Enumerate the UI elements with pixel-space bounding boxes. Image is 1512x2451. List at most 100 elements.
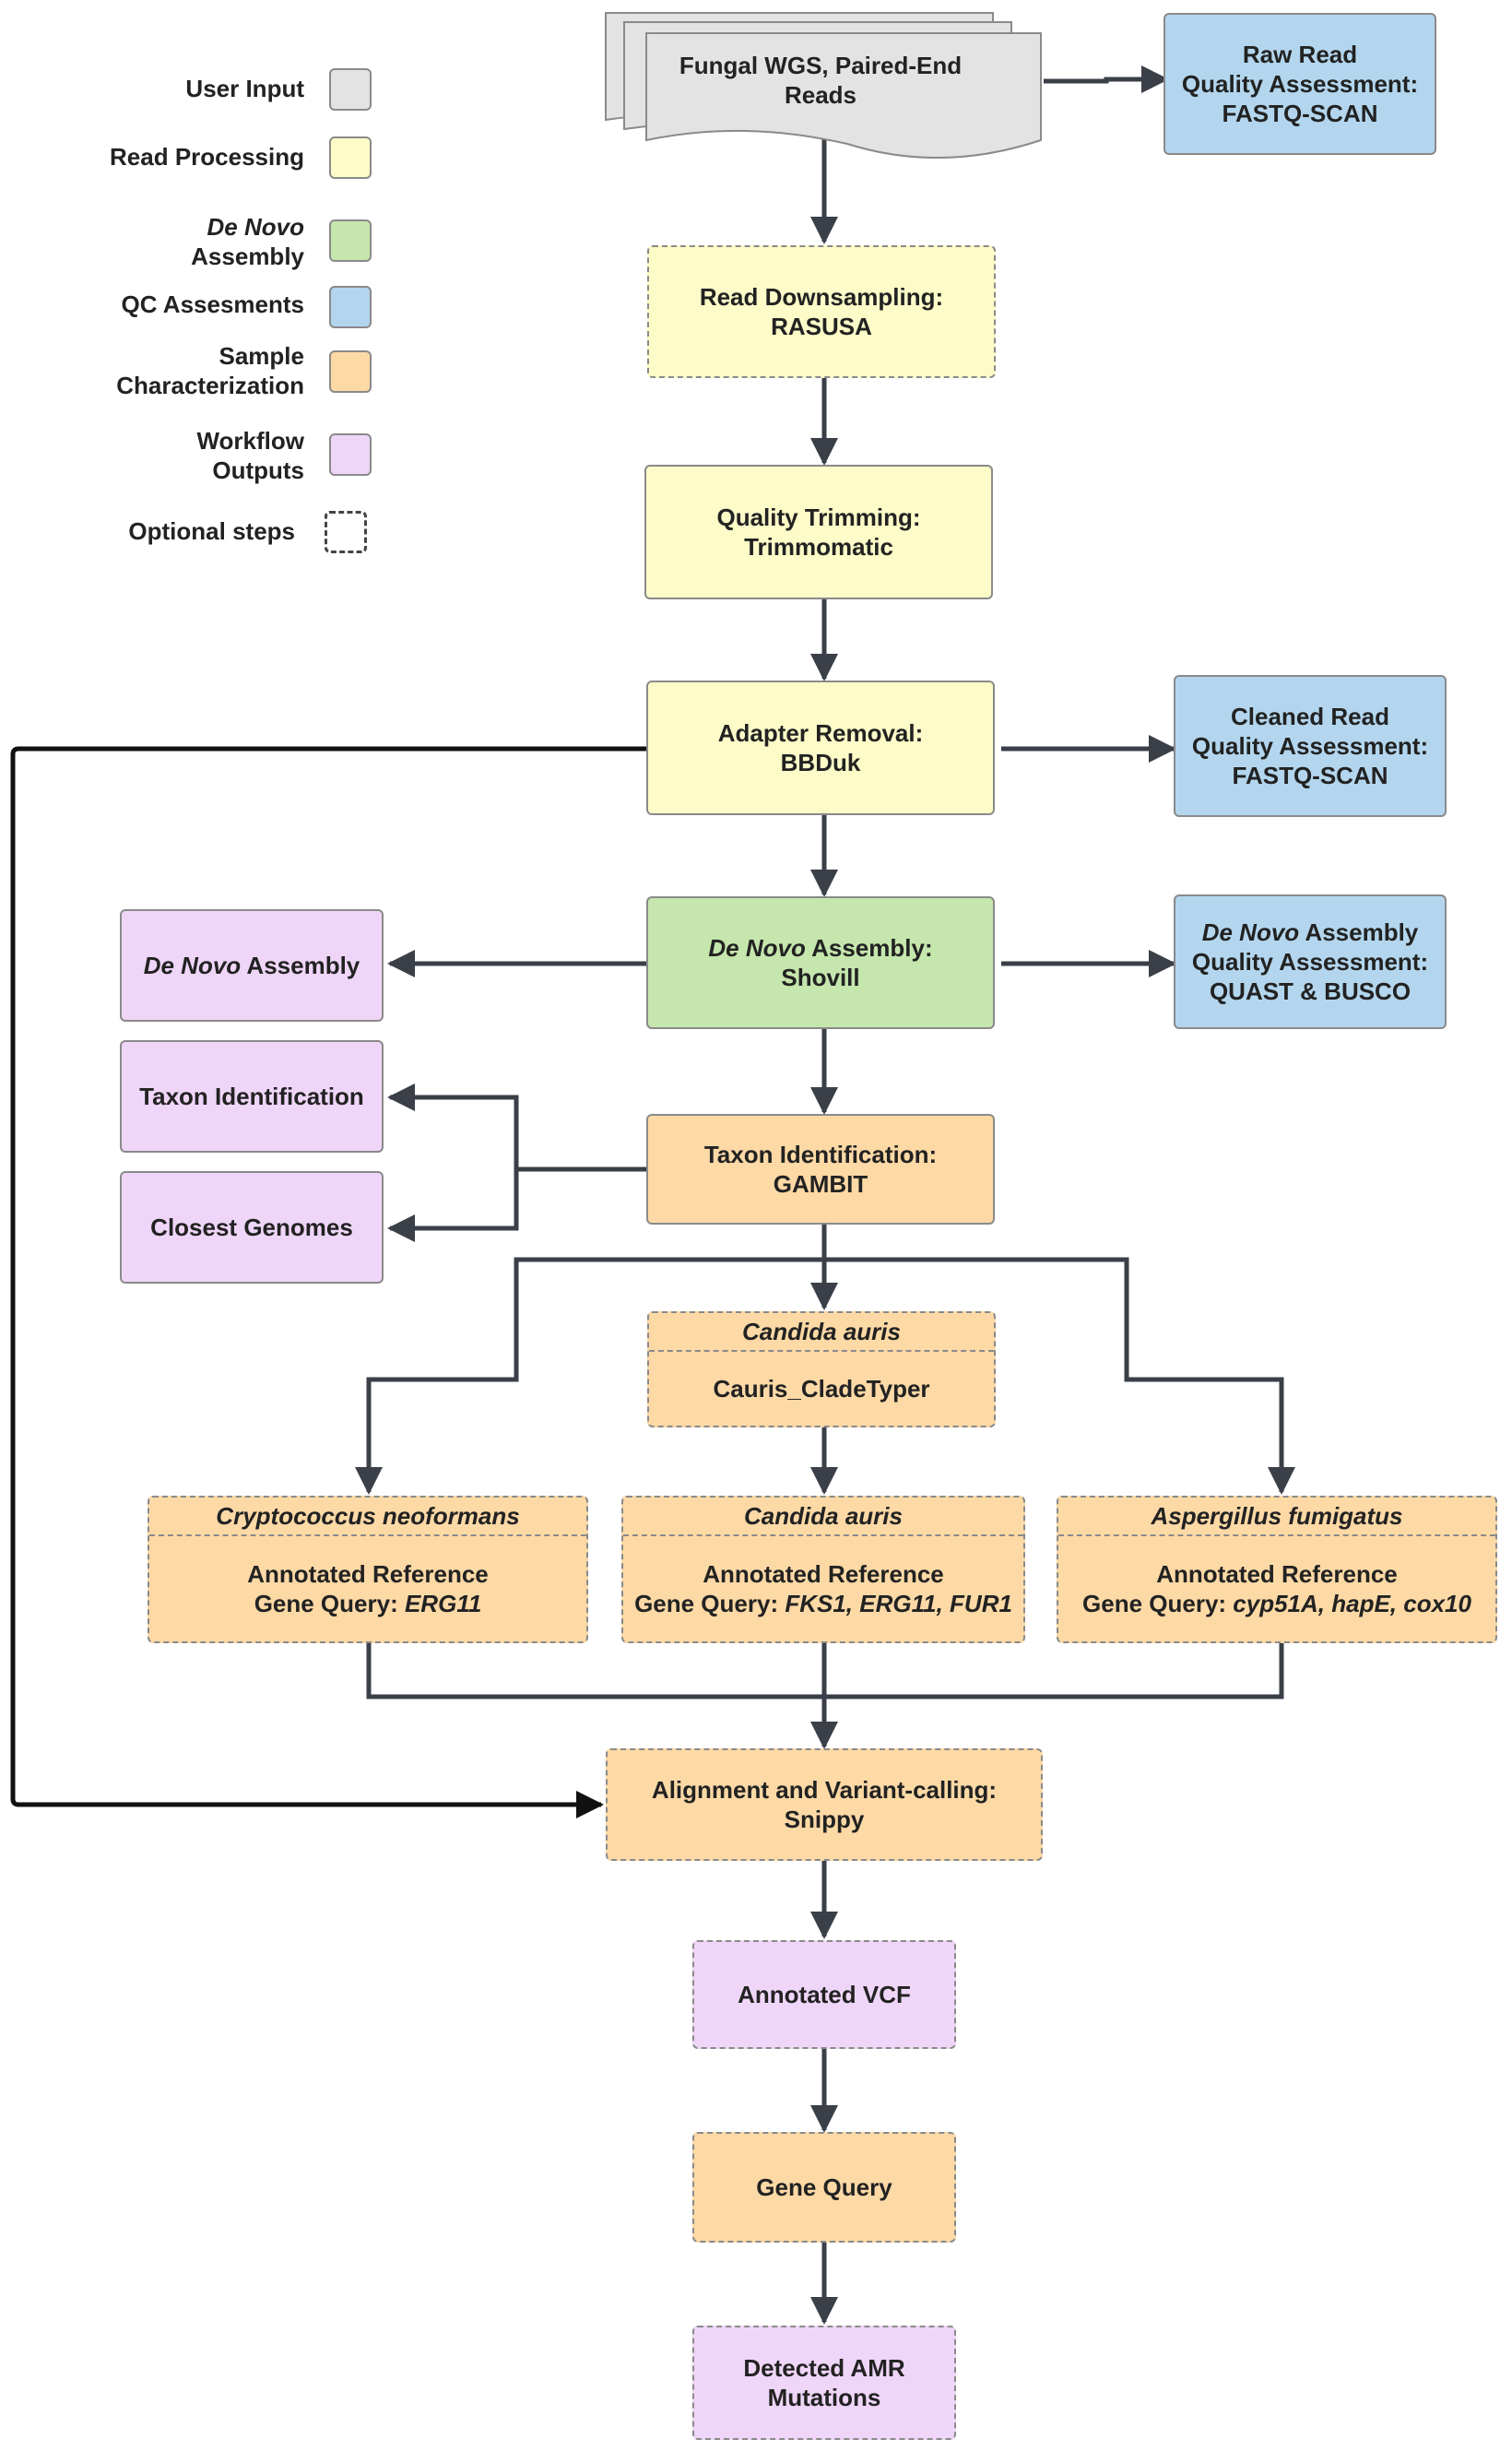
adapter-removal-line1: Adapter Removal: (717, 719, 924, 747)
raw-read-qc-line3: FASTQ-SCAN (1222, 100, 1378, 127)
cryptococcus-line1: Annotated Reference (247, 1560, 489, 1588)
legend-label-sample: Sample Characterization (116, 341, 304, 400)
cryptococcus-gene-query-node: Cryptococcus neoformans Annotated Refere… (148, 1496, 588, 1643)
taxon-identification-output-label: Taxon Identification (139, 1083, 364, 1110)
de-novo-assembly-line1: De Novo Assembly: (708, 933, 932, 963)
legend-de-novo-line2: Assembly (191, 243, 304, 270)
raw-read-qc-node: Raw Read Quality Assessment: FASTQ-SCAN (1164, 13, 1436, 155)
gambit-line2: GAMBIT (773, 1170, 868, 1198)
cryptococcus-genes: ERG11 (404, 1590, 482, 1617)
legend-swatch-user-input (329, 68, 372, 111)
legend-label-user-input: User Input (185, 75, 304, 102)
detected-amr-line1: Detected AMR (743, 2354, 905, 2382)
legend-sample-line2: Characterization (116, 372, 304, 399)
snippy-node: Alignment and Variant-calling: Snippy (606, 1748, 1043, 1861)
legend-label-qc: QC Assesments (121, 290, 304, 318)
de-novo-assembly-italic: De Novo (708, 934, 806, 962)
quality-trimming-line1: Quality Trimming: (716, 503, 921, 531)
de-novo-assembly-output-italic: De Novo (143, 952, 242, 979)
legend-swatch-outputs (329, 433, 372, 476)
de-novo-assembly-output-line1: De Novo Assembly (144, 951, 360, 980)
candida-species: Candida auris (623, 1498, 1023, 1536)
candida-line2: Gene Query: FKS1, ERG11, FUR1 (634, 1589, 1012, 1618)
candida-genes: FKS1, ERG11, FUR1 (785, 1590, 1012, 1617)
gambit-node: Taxon Identification: GAMBIT (646, 1114, 995, 1225)
assembly-qc-italic: De Novo (1201, 918, 1300, 946)
candida-gene-query-node: Candida auris Annotated Reference Gene Q… (621, 1496, 1025, 1643)
legend-swatch-de-novo (329, 219, 372, 262)
de-novo-assembly-node: De Novo Assembly: Shovill (646, 896, 995, 1029)
assembly-qc-rest: Assembly (1299, 918, 1419, 946)
quality-trimming-line2: Trimmomatic (744, 533, 893, 561)
cryptococcus-prefix: Gene Query: (254, 1590, 405, 1617)
snippy-line1: Alignment and Variant-calling: (651, 1776, 998, 1804)
detected-amr-node: Detected AMR Mutations (692, 2326, 956, 2440)
read-downsampling-line1: Read Downsampling: (699, 283, 944, 311)
gene-query-node: Gene Query (692, 2132, 956, 2243)
de-novo-assembly-rest: Assembly: (805, 934, 933, 962)
legend-swatch-qc (329, 286, 372, 328)
input-reads-line1: Fungal WGS, Paired-End (679, 52, 963, 79)
annotated-vcf-label: Annotated VCF (738, 1981, 911, 2008)
assembly-qc-node: De Novo Assembly Quality Assessment: QUA… (1174, 894, 1447, 1029)
legend-label-de-novo: De Novo Assembly (191, 212, 304, 271)
detected-amr-line2: Mutations (767, 2384, 881, 2411)
aspergillus-prefix: Gene Query: (1082, 1590, 1234, 1617)
arrow-gambit-closest (387, 1169, 519, 1242)
cryptococcus-line2: Gene Query: ERG11 (254, 1589, 482, 1618)
raw-read-qc-line1: Raw Read (1242, 41, 1358, 68)
arrow-input-rawqc (1044, 65, 1169, 93)
aspergillus-line1: Annotated Reference (1156, 1560, 1398, 1588)
closest-genomes-output-node: Closest Genomes (120, 1171, 384, 1284)
legend-label-outputs: Workflow Outputs (196, 426, 304, 485)
legend-swatch-optional (325, 511, 367, 553)
legend-label-read-processing: Read Processing (110, 143, 304, 171)
arrow-gambit-taxon (387, 1083, 648, 1172)
candida-line1: Annotated Reference (703, 1560, 944, 1588)
legend-label-optional: Optional steps (128, 517, 295, 545)
legend-swatch-sample (329, 350, 372, 393)
legend-outputs-line1: Workflow (196, 427, 304, 455)
adapter-removal-node: Adapter Removal: BBDuk (646, 681, 995, 815)
snippy-line2: Snippy (784, 1806, 865, 1833)
cleaned-read-qc-line2: Quality Assessment: (1191, 732, 1429, 760)
cleaned-read-qc-line3: FASTQ-SCAN (1232, 762, 1388, 789)
cryptococcus-body: Annotated Reference Gene Query: ERG11 (149, 1536, 586, 1641)
assembly-qc-line3: QUAST & BUSCO (1209, 977, 1412, 1005)
gambit-line1: Taxon Identification: (703, 1141, 938, 1168)
candida-body: Annotated Reference Gene Query: FKS1, ER… (623, 1536, 1023, 1641)
cleaned-read-qc-node: Cleaned Read Quality Assessment: FASTQ-S… (1174, 675, 1447, 817)
clade-typer-tool: Cauris_CladeTyper (713, 1375, 930, 1403)
input-reads-document-icon (605, 12, 1042, 159)
aspergillus-gene-query-node: Aspergillus fumigatus Annotated Referenc… (1057, 1496, 1497, 1643)
legend-de-novo-line1: De Novo (207, 213, 304, 241)
assembly-qc-line1: De Novo Assembly (1202, 918, 1419, 947)
closest-genomes-output-label: Closest Genomes (150, 1214, 353, 1241)
taxon-identification-output-node: Taxon Identification (120, 1040, 384, 1153)
input-reads-line2: Reads (784, 81, 857, 109)
cleaned-read-qc-line1: Cleaned Read (1231, 703, 1389, 730)
clade-typer-body: Cauris_CladeTyper (649, 1352, 994, 1426)
quality-trimming-node: Quality Trimming: Trimmomatic (644, 465, 993, 599)
legend-swatch-read-processing (329, 136, 372, 179)
aspergillus-body: Annotated Reference Gene Query: cyp51A, … (1058, 1536, 1495, 1641)
de-novo-assembly-output-node: De Novo Assembly (120, 909, 384, 1022)
arrow-gambit-asper (824, 1257, 1295, 1495)
annotated-vcf-node: Annotated VCF (692, 1940, 956, 2049)
de-novo-assembly-line2: Shovill (781, 964, 860, 991)
read-downsampling-node: Read Downsampling: RASUSA (647, 245, 996, 378)
adapter-removal-line2: BBDuk (780, 749, 861, 776)
legend-outputs-line2: Outputs (212, 456, 304, 484)
read-downsampling-line2: RASUSA (771, 313, 872, 340)
arrow-gambit-crypto (355, 1257, 824, 1495)
cryptococcus-species: Cryptococcus neoformans (149, 1498, 586, 1536)
aspergillus-line2: Gene Query: cyp51A, hapE, cox10 (1082, 1589, 1471, 1618)
legend-sample-line1: Sample (219, 342, 305, 370)
gene-query-label: Gene Query (756, 2173, 892, 2201)
clade-typer-species: Candida auris (649, 1313, 994, 1352)
candida-prefix: Gene Query: (634, 1590, 786, 1617)
arrow-adapter-snippy-bypass (10, 746, 648, 1818)
clade-typer-node: Candida auris Cauris_CladeTyper (647, 1311, 996, 1427)
assembly-qc-line2: Quality Assessment: (1191, 948, 1429, 976)
